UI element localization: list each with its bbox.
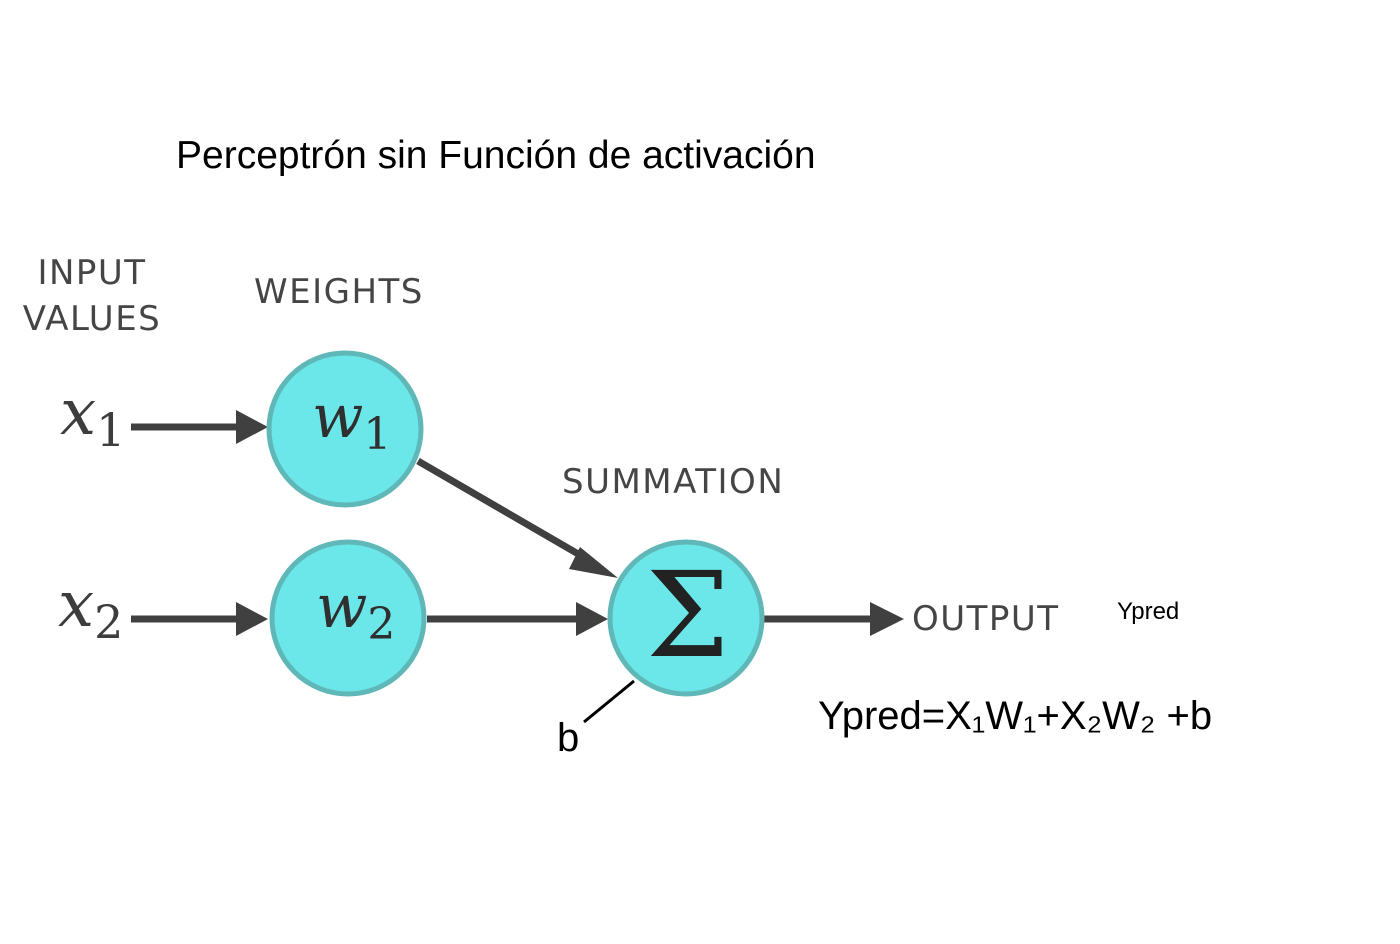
summation-label: SUMMATION: [562, 462, 785, 502]
weight-node-1: [266, 350, 424, 508]
arrow-sum-to-output: [764, 602, 904, 636]
bias-label: b: [557, 716, 580, 760]
bias-connector: [583, 679, 635, 724]
weight-w2-label: w2: [316, 572, 396, 650]
input-label-line1: INPUT: [37, 253, 147, 293]
input-x1: x1: [60, 376, 126, 457]
output-label: OUTPUT: [912, 599, 1060, 639]
diagram-title: Perceptrón sin Función de activación: [176, 134, 816, 177]
arrow-w1-to-sum: [416, 457, 618, 578]
input-x2: x2: [58, 568, 124, 649]
summation-node: [607, 539, 765, 697]
input-values-label: INPUT VALUES: [12, 250, 172, 342]
weights-label: WEIGHTS: [254, 272, 424, 312]
output-formula: Ypred=X₁W₁+X₂W₂ +b: [818, 694, 1213, 738]
arrow-w2-to-sum: [427, 602, 608, 636]
input-label-line2: VALUES: [22, 299, 162, 339]
output-name: Ypred: [1117, 598, 1180, 625]
summation-sigma: Σ: [646, 546, 730, 684]
weight-w1-label: w1: [312, 382, 392, 460]
arrow-x1-to-w1: [131, 410, 268, 444]
arrow-x2-to-w2: [131, 602, 268, 636]
weight-node-2: [269, 539, 427, 697]
